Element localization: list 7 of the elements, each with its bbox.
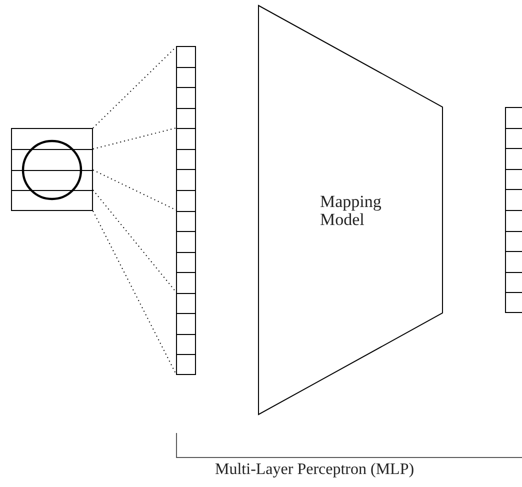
dotted-line xyxy=(92,46,176,128)
dotted-line xyxy=(92,128,176,150)
dotted-line xyxy=(92,170,176,210)
caption-label: Multi-Layer Perceptron (MLP) xyxy=(215,461,414,479)
dotted-line xyxy=(92,190,176,292)
dotted-line xyxy=(92,210,176,374)
model-label: Mapping Model xyxy=(320,193,380,229)
